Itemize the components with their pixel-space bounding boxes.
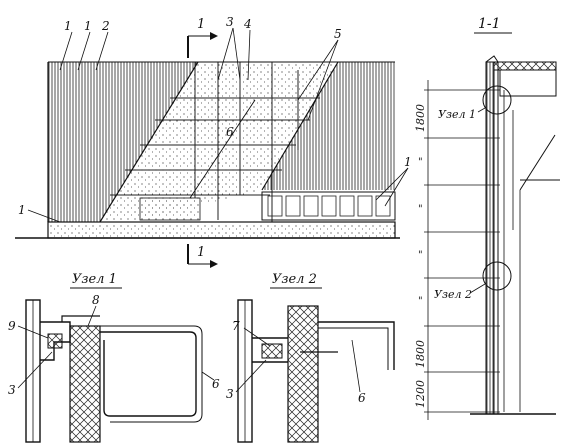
node2-callout-3: 3 [226,387,234,401]
node2-callout-6: 6 [358,391,366,405]
section-mark-bottom: 1 [187,244,218,268]
callout-1d: 1 [404,155,412,169]
section-mark-top: 1 [187,17,218,58]
node1-title: Узел 1 [72,272,117,287]
corrugated-cladding-left [48,62,198,222]
dim-1800-bottom: 1800 [414,340,427,368]
node1-callout-9: 9 [8,319,16,333]
callout-1b: 1 [84,19,92,33]
svg-text:": " [418,250,423,261]
section-node1-label: Узел 1 [438,108,476,121]
corrugated-cladding-right [262,62,395,190]
section-1-1: 1-1 1800 1800 1200 " " " " [414,16,560,420]
section-title: 1-1 [478,16,501,32]
node2-callout-7: 7 [232,319,240,333]
svg-text:": " [418,204,423,215]
dim-1200: 1200 [414,380,427,408]
svg-text:1: 1 [197,17,205,32]
node1-callout-6: 6 [212,377,220,391]
facade-elevation: 1 1 1 1 2 3 4 5 6 1 1 [15,15,412,268]
callout-6: 6 [226,125,234,139]
detail-node-1: Узел 1 9 8 3 6 [8,272,220,443]
wall-section [485,61,495,415]
callout-1c: 1 [18,203,26,217]
svg-text:": " [418,296,423,307]
dim-1800-top: 1800 [414,104,427,132]
callout-1a: 1 [64,19,72,33]
plinth [47,221,396,239]
node2-marker [482,261,512,291]
glazing-grid [110,62,320,222]
svg-text:1: 1 [197,245,205,260]
callout-5: 5 [334,27,342,41]
node1-marker [482,85,512,115]
callout-4: 4 [243,17,252,31]
glazing-panel-area [100,62,338,222]
node2-title: Узел 2 [272,272,317,287]
detail-node-2: Узел 2 7 3 6 [226,272,395,443]
section-node2-label: Узел 2 [434,288,472,301]
window-band [261,191,396,221]
callout-2: 2 [101,19,110,33]
callout-3: 3 [226,15,234,29]
node1-callout-8: 8 [92,293,100,307]
node1-callout-3: 3 [8,383,16,397]
svg-text:": " [418,157,423,168]
